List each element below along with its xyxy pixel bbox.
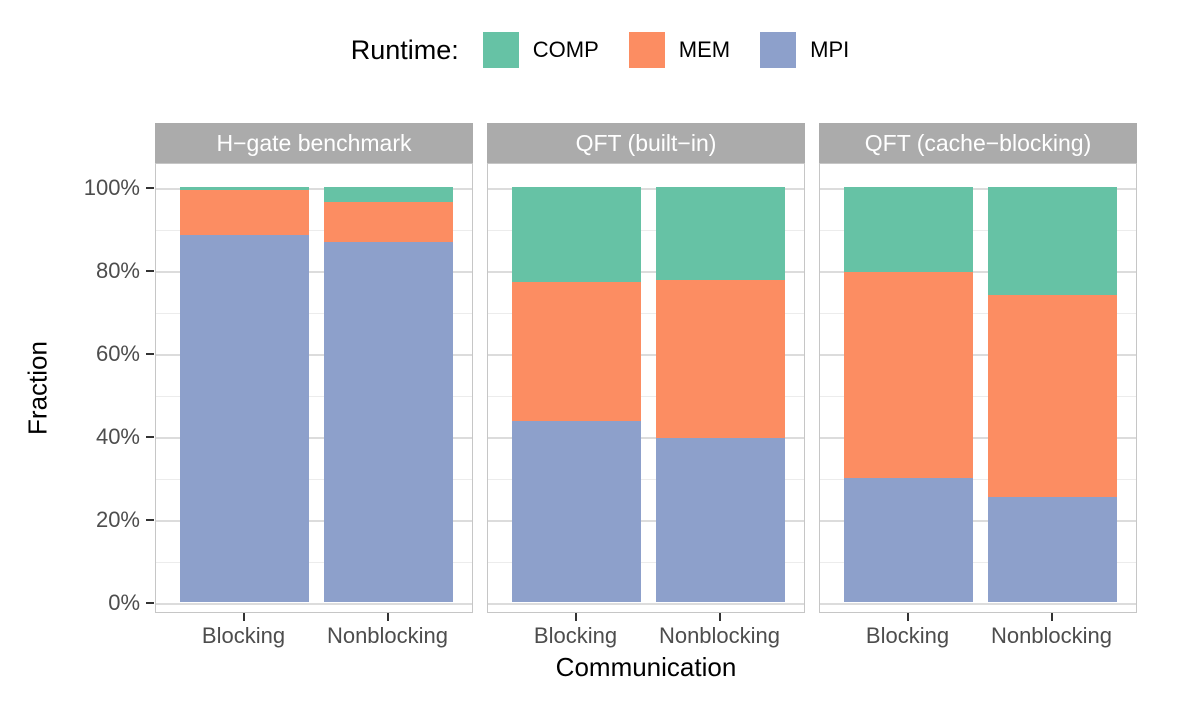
legend-entry: COMP — [482, 32, 599, 68]
x-tick-mark — [1050, 613, 1053, 621]
x-tick-label: Blocking — [201, 623, 286, 648]
bar-segment-comp — [324, 187, 453, 202]
x-tick-mark — [386, 613, 389, 621]
legend-entries: COMP MEM MPI — [482, 32, 849, 68]
bar-segment-comp — [180, 187, 309, 190]
gridline-minor — [156, 562, 472, 563]
y-tick-label-40: 40% — [95, 424, 140, 449]
y-tick-label-20: 20% — [95, 507, 140, 532]
gridline-major — [820, 354, 1136, 356]
gridline-major — [820, 188, 1136, 190]
x-tick-label: Blocking — [533, 623, 618, 648]
y-tick-label-80: 80% — [95, 258, 140, 283]
gridline-minor — [488, 396, 804, 397]
bar-segment-mpi — [180, 234, 309, 602]
bar-segment-mem — [656, 279, 785, 439]
bar-segment-mem — [512, 282, 641, 422]
legend-label: MPI — [810, 37, 850, 62]
gridline-minor — [820, 230, 1136, 231]
x-tick-label: Blocking — [865, 623, 950, 648]
bar-segment-comp — [512, 187, 641, 283]
gridline-major — [156, 520, 472, 522]
x-tick-label: Nonblocking — [990, 623, 1113, 648]
bar-segment-mpi — [988, 497, 1117, 602]
facet-panel: QFT (cache−blocking) — [819, 123, 1137, 613]
bar-segment-mpi — [324, 242, 453, 602]
x-tick-mark — [718, 613, 721, 621]
legend-title: Runtime: — [350, 34, 459, 65]
gridline-minor — [820, 562, 1136, 563]
gridline-major — [488, 188, 804, 190]
gridline-major — [156, 354, 472, 356]
gridline-major — [488, 271, 804, 273]
facet-panel: H−gate benchmark — [155, 123, 473, 613]
facet-panel: QFT (built−in) — [487, 123, 805, 613]
gridline-minor — [820, 396, 1136, 397]
bar-segment-comp — [656, 187, 785, 280]
legend-swatch-comp — [482, 32, 519, 68]
gridline-major — [820, 603, 1136, 605]
gridline-minor — [156, 396, 472, 397]
gridline-minor — [488, 230, 804, 231]
legend: Runtime: COMP MEM MPI — [0, 32, 1200, 68]
gridline-minor — [488, 562, 804, 563]
gridline-minor — [488, 313, 804, 314]
bar-segment-mpi — [512, 421, 641, 602]
y-tick-label-0: 0% — [108, 590, 140, 615]
gridline-major — [156, 271, 472, 273]
bar-segment-mem — [844, 272, 973, 479]
x-axis-title: Communication — [555, 652, 737, 682]
gridline-major — [820, 271, 1136, 273]
gridline-minor — [820, 479, 1136, 480]
x-tick-mark — [906, 613, 909, 621]
y-tick-mark — [146, 187, 154, 189]
gridline-major — [820, 437, 1136, 439]
gridline-minor — [488, 479, 804, 480]
bar-segment-comp — [844, 187, 973, 273]
legend-label: MEM — [678, 37, 731, 62]
y-tick-mark — [146, 270, 154, 272]
gridline-major — [156, 603, 472, 605]
y-tick-label-60: 60% — [95, 341, 140, 366]
gridline-minor — [156, 313, 472, 314]
facet-strip-label: QFT (built−in) — [487, 123, 805, 163]
legend-swatch-mem — [628, 32, 665, 68]
panel-body — [155, 163, 473, 613]
facet-strip-label: QFT (cache−blocking) — [819, 123, 1137, 163]
gridline-minor — [156, 479, 472, 480]
gridline-major — [488, 437, 804, 439]
panel-body — [487, 163, 805, 613]
legend-entry: MPI — [760, 32, 849, 68]
legend-label: COMP — [532, 37, 599, 62]
bar-segment-mem — [988, 294, 1117, 498]
gridline-major — [156, 188, 472, 190]
bar-segment-comp — [988, 187, 1117, 295]
legend-swatch-mpi — [760, 32, 797, 68]
gridline-major — [488, 520, 804, 522]
bar-segment-mem — [180, 189, 309, 235]
legend-entry: MEM — [628, 32, 731, 68]
facet-strip-label: H−gate benchmark — [155, 123, 473, 163]
gridline-major — [156, 437, 472, 439]
gridline-major — [488, 603, 804, 605]
x-tick-label: Nonblocking — [326, 623, 449, 648]
y-tick-mark — [146, 353, 154, 355]
x-tick-mark — [574, 613, 577, 621]
y-tick-mark — [146, 602, 154, 604]
y-tick-mark — [146, 436, 154, 438]
x-tick-label: Nonblocking — [658, 623, 781, 648]
bar-segment-mpi — [656, 438, 785, 602]
y-tick-mark — [146, 519, 154, 521]
gridline-minor — [820, 313, 1136, 314]
gridline-minor — [156, 230, 472, 231]
gridline-major — [488, 354, 804, 356]
bar-segment-mem — [324, 201, 453, 243]
x-tick-mark — [242, 613, 245, 621]
panel-body — [819, 163, 1137, 613]
bar-segment-mpi — [844, 478, 973, 602]
y-tick-label-100: 100% — [83, 175, 140, 200]
gridline-major — [820, 520, 1136, 522]
